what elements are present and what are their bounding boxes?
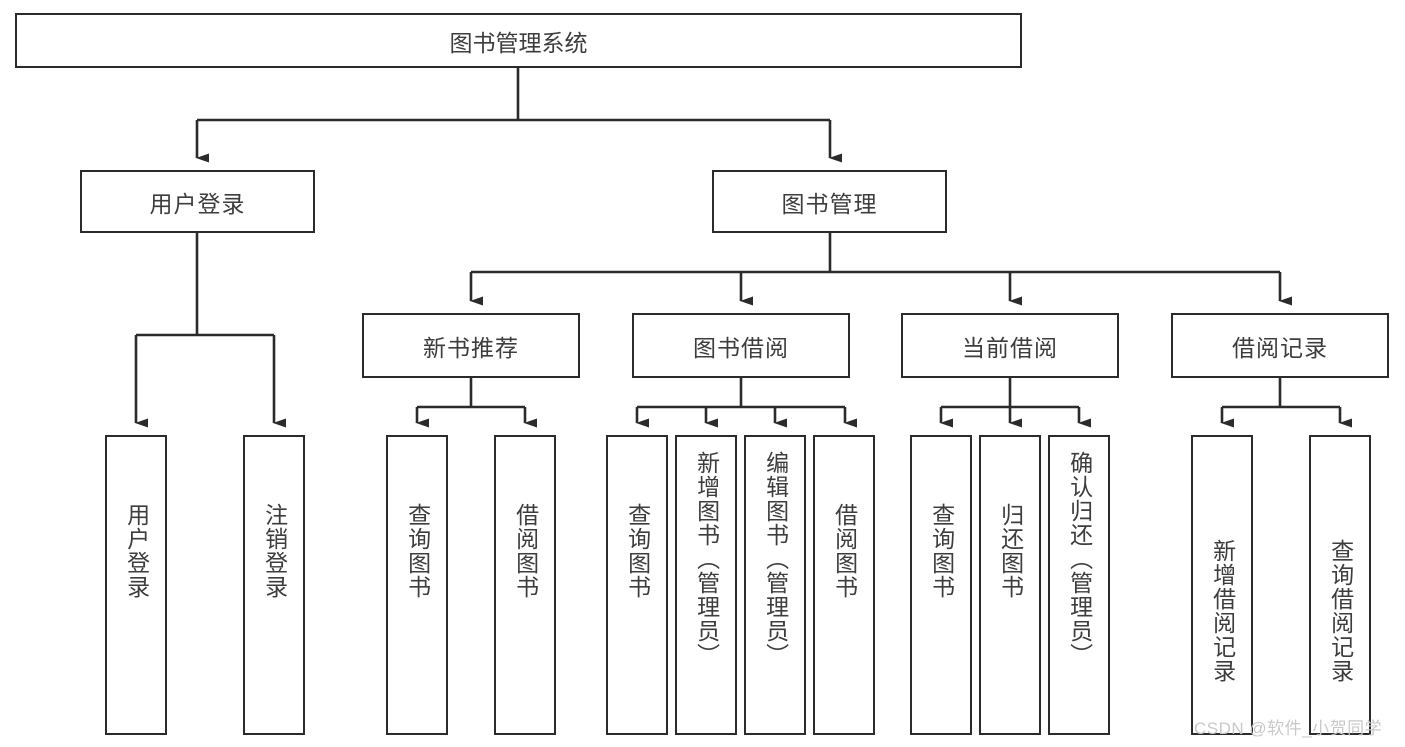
node-label: 当前借阅 <box>962 334 1058 361</box>
leaf-label: 借阅图书 <box>831 503 858 599</box>
leaf-confirm-return-admin[interactable]: 确认归还（管理员） <box>1048 435 1110 735</box>
node-label: 用户登录 <box>149 190 246 217</box>
leaf-label: 确认归还（管理员） <box>1066 451 1093 667</box>
leaf-add-book-admin[interactable]: 新增图书（管理员） <box>675 435 737 735</box>
leaf-query-borrow-record[interactable]: 查询借阅记录 <box>1309 435 1371 735</box>
leaf-label: 编辑图书（管理员） <box>762 451 789 667</box>
leaf-label: 新增借阅记录 <box>1209 539 1236 683</box>
node-label: 借阅记录 <box>1232 334 1328 361</box>
node-book-borrow[interactable]: 图书借阅 <box>632 313 850 378</box>
leaf-query-book-recommend[interactable]: 查询图书 <box>386 435 448 735</box>
leaf-edit-book-admin[interactable]: 编辑图书（管理员） <box>744 435 806 735</box>
node-label: 新书推荐 <box>423 334 519 361</box>
leaf-query-book-current[interactable]: 查询图书 <box>910 435 972 735</box>
node-label: 图书管理 <box>781 190 878 217</box>
leaf-user-login[interactable]: 用户登录 <box>105 435 167 735</box>
leaf-borrow-book[interactable]: 借阅图书 <box>813 435 875 735</box>
leaf-label: 借阅图书 <box>512 503 539 599</box>
node-root-book-management-system[interactable]: 图书管理系统 <box>15 13 1022 68</box>
leaf-add-borrow-record[interactable]: 新增借阅记录 <box>1191 435 1253 735</box>
node-current-borrow[interactable]: 当前借阅 <box>901 313 1119 378</box>
leaf-query-book-borrow[interactable]: 查询图书 <box>606 435 668 735</box>
leaf-label: 查询图书 <box>928 503 955 599</box>
node-book-management[interactable]: 图书管理 <box>712 170 947 233</box>
leaf-label: 查询借阅记录 <box>1327 539 1354 683</box>
node-label: 图书管理系统 <box>449 29 588 56</box>
node-label: 图书借阅 <box>693 334 789 361</box>
node-new-book-recommend[interactable]: 新书推荐 <box>362 313 580 378</box>
leaf-label: 归还图书 <box>997 503 1024 599</box>
node-user-login[interactable]: 用户登录 <box>80 170 315 233</box>
leaf-label: 新增图书（管理员） <box>693 451 720 667</box>
leaf-logout[interactable]: 注销登录 <box>243 435 305 735</box>
csdn-watermark: CSDN @软件_小贺同学 <box>1194 719 1383 738</box>
leaf-borrow-book-recommend[interactable]: 借阅图书 <box>494 435 556 735</box>
leaf-return-book[interactable]: 归还图书 <box>979 435 1041 735</box>
leaf-label: 注销登录 <box>261 503 288 599</box>
leaf-label: 查询图书 <box>624 503 651 599</box>
leaf-label: 用户登录 <box>123 503 150 599</box>
node-borrow-record[interactable]: 借阅记录 <box>1171 313 1389 378</box>
leaf-label: 查询图书 <box>404 503 431 599</box>
